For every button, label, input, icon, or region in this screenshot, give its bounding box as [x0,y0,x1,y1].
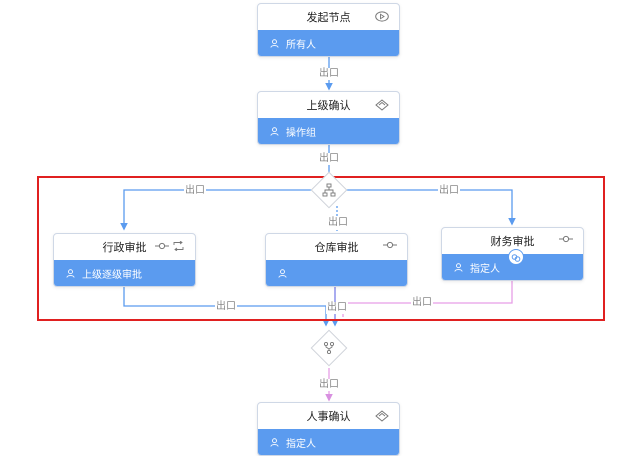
highlight-frame [37,176,605,321]
user-icon [270,38,279,48]
node-assignee: 上级逐级审批 [82,269,142,281]
node-title: 财务审批 [490,235,535,248]
loop-icon[interactable] [172,241,185,251]
node-title: 仓库审批 [314,241,359,254]
node-assignee: 指定人 [286,438,316,450]
edge-label[interactable]: 出口 [438,185,460,197]
user-icon [66,268,75,278]
branch-split-icon [322,183,336,197]
edge-label[interactable]: 出口 [215,301,237,313]
edge-label[interactable]: 出口 [318,153,340,165]
edge-label[interactable]: 出口 [326,302,348,314]
node-assignee: 操作组 [286,127,316,139]
node-admin[interactable]: 行政审批 上级逐级审批 [53,233,196,287]
edge-label[interactable]: 出口 [318,68,340,80]
edge-label[interactable]: 出口 [327,217,349,229]
edge-label[interactable]: 出口 [184,185,206,197]
eraser-icon[interactable] [375,99,389,111]
edge-label[interactable]: 出口 [411,297,433,309]
node-hr[interactable]: 人事确认 指定人 [257,402,400,456]
connector-icon[interactable] [155,242,169,250]
node-title: 行政审批 [102,241,147,254]
user-icon [278,268,287,278]
node-start[interactable]: 发起节点 所有人 [257,3,400,57]
connector-icon[interactable] [559,235,573,243]
edge-label[interactable]: 出口 [318,379,340,391]
node-assignee: 指定人 [470,263,500,275]
node-finance[interactable]: 财务审批 指定人 [441,227,584,281]
user-icon [454,262,463,272]
node-warehouse[interactable]: 仓库审批 [265,233,408,287]
node-title: 人事确认 [306,410,351,423]
flow-canvas: 发起节点 所有人 上级确认 操作组 [37,3,605,456]
node-title: 发起节点 [306,11,351,24]
node-supervisor[interactable]: 上级确认 操作组 [257,91,400,145]
node-assignee: 所有人 [286,39,316,51]
connector-icon[interactable] [383,241,397,249]
node-title: 上级确认 [306,99,351,112]
link-badge-icon[interactable] [508,249,524,265]
eye-icon[interactable] [375,11,389,22]
user-icon [270,126,279,136]
eraser-icon[interactable] [375,410,389,422]
branch-merge-icon [323,341,335,355]
user-icon [270,437,279,447]
